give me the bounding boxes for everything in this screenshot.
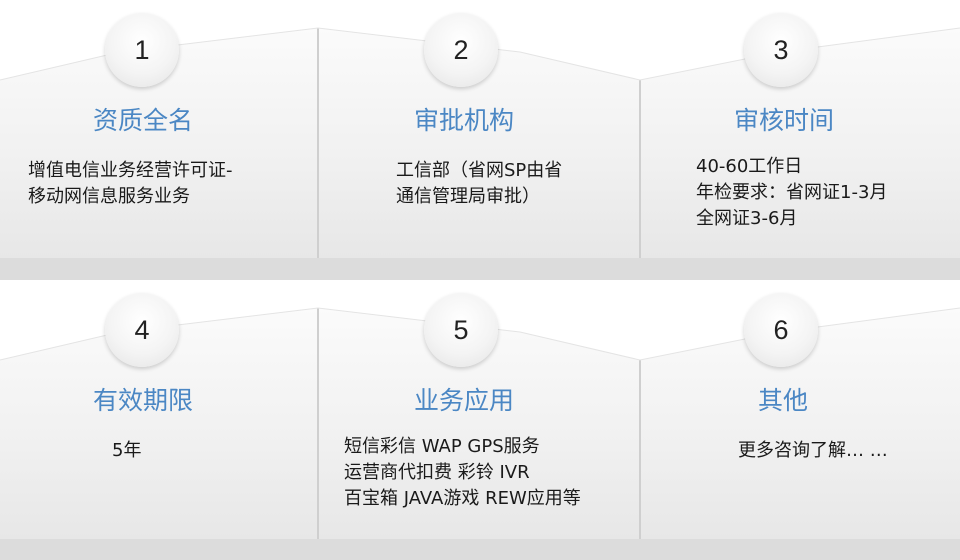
row-1-card-shapes bbox=[0, 27, 960, 280]
card-title: 业务应用 bbox=[414, 386, 515, 415]
card-body-line: 通信管理局审批） bbox=[396, 186, 540, 207]
card-body-line: 运营商代扣费 彩铃 IVR bbox=[344, 462, 530, 483]
step-number-badge: 6 bbox=[744, 293, 818, 367]
card-body: 增值电信业务经营许可证- 移动网信息服务业务 bbox=[28, 158, 233, 210]
card-body: 短信彩信 WAP GPS服务 运营商代扣费 彩铃 IVR 百宝箱 JAVA游戏 … bbox=[344, 434, 581, 512]
card-body: 5年 bbox=[112, 438, 141, 464]
card-validity-period: 4 有效期限 5年 bbox=[0, 280, 318, 560]
card-body-line: 全网证3-6月 bbox=[696, 208, 798, 229]
step-number-badge: 3 bbox=[744, 13, 818, 87]
card-business-applications: 5 业务应用 短信彩信 WAP GPS服务 运营商代扣费 彩铃 IVR 百宝箱 … bbox=[318, 280, 640, 560]
row-2-card-shapes bbox=[0, 307, 960, 560]
step-number-badge: 1 bbox=[105, 13, 179, 87]
step-number-badge: 4 bbox=[105, 293, 179, 367]
card-other: 6 其他 更多咨询了解… … bbox=[640, 280, 960, 560]
card-title: 审核时间 bbox=[734, 106, 835, 135]
card-title: 审批机构 bbox=[414, 106, 515, 135]
card-title: 有效期限 bbox=[93, 386, 194, 415]
card-body-line: 工信部（省网SP由省 bbox=[396, 160, 563, 181]
info-row-1: 1 资质全名 增值电信业务经营许可证- 移动网信息服务业务 2 审批机构 工信部… bbox=[0, 0, 960, 280]
card-title: 资质全名 bbox=[93, 106, 194, 135]
card-body: 更多咨询了解… … bbox=[738, 438, 888, 464]
step-number-badge: 2 bbox=[424, 13, 498, 87]
card-qualification: 1 资质全名 增值电信业务经营许可证- 移动网信息服务业务 bbox=[0, 0, 318, 280]
card-body-line: 增值电信业务经营许可证- bbox=[28, 160, 233, 181]
card-title: 其他 bbox=[758, 386, 809, 415]
info-row-2: 4 有效期限 5年 5 业务应用 短信彩信 WAP GPS服务 运营商代扣费 彩… bbox=[0, 280, 960, 560]
card-review-time: 3 审核时间 40-60工作日 年检要求：省网证1-3月 全网证3-6月 bbox=[640, 0, 960, 280]
card-body-line: 百宝箱 JAVA游戏 REW应用等 bbox=[344, 488, 581, 509]
step-number-badge: 5 bbox=[424, 293, 498, 367]
card-body-line: 年检要求：省网证1-3月 bbox=[696, 182, 888, 203]
card-body-line: 移动网信息服务业务 bbox=[28, 186, 190, 207]
card-body-line: 40-60工作日 bbox=[696, 156, 803, 177]
card-body-line: 5年 bbox=[112, 440, 142, 461]
card-body-line: 短信彩信 WAP GPS服务 bbox=[344, 436, 540, 457]
card-body-line: 更多咨询了解… … bbox=[738, 440, 888, 461]
card-body: 40-60工作日 年检要求：省网证1-3月 全网证3-6月 bbox=[696, 154, 887, 232]
card-approval-authority: 2 审批机构 工信部（省网SP由省 通信管理局审批） bbox=[318, 0, 640, 280]
card-body: 工信部（省网SP由省 通信管理局审批） bbox=[396, 158, 562, 210]
